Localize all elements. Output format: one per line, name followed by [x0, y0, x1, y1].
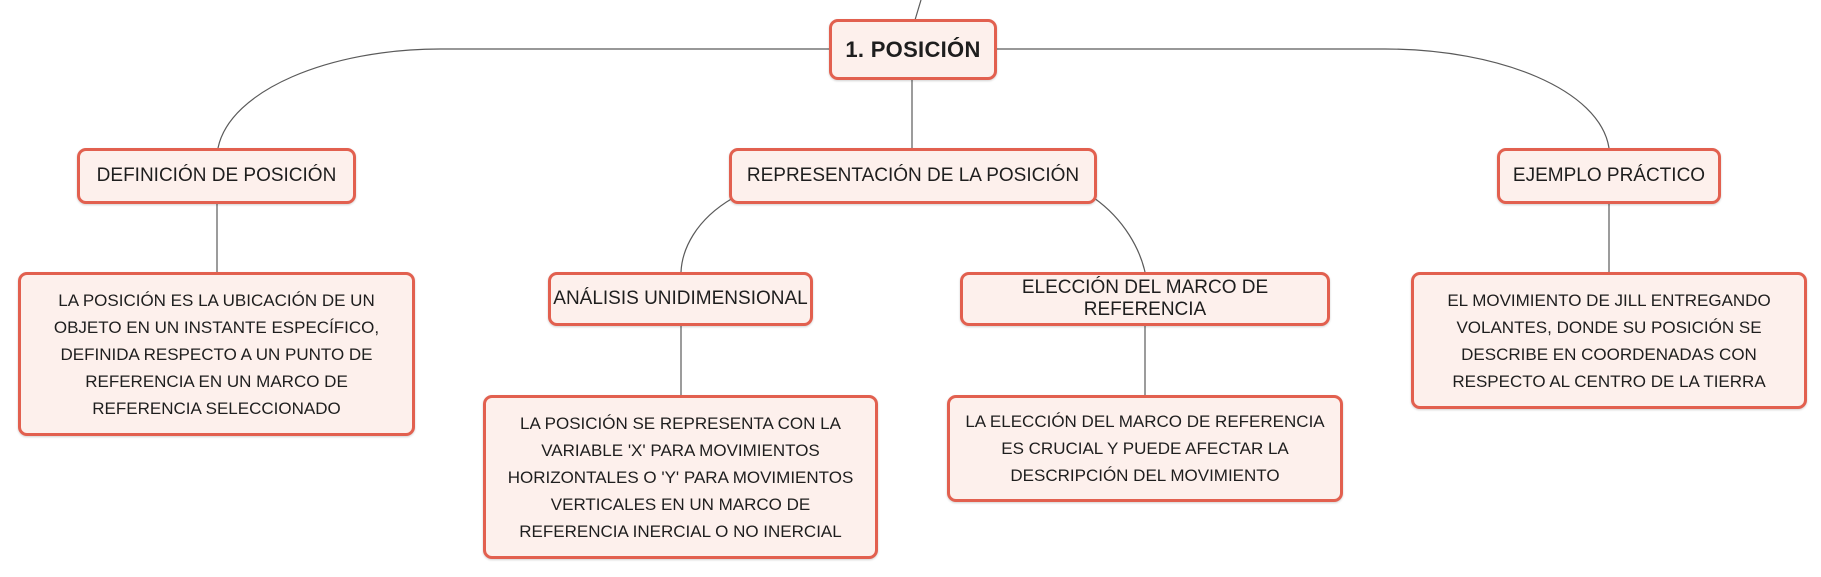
connector-root-definicion [217, 48, 829, 149]
connector-representacion-eleccion [1093, 197, 1146, 273]
detail-analisis-unidimensional[interactable]: LA POSICIÓN SE REPRESENTA CON LA VARIABL… [483, 395, 878, 559]
detail-ejemplo-text: EL MOVIMIENTO DE JILL ENTREGANDO VOLANTE… [1447, 290, 1771, 391]
root-label: 1. POSICIÓN [845, 36, 981, 62]
node-eleccion-del-marco[interactable]: ELECCIÓN DEL MARCO DE REFERENCIA [960, 272, 1330, 326]
detail-eleccion-del-marco[interactable]: LA ELECCIÓN DEL MARCO DE REFERENCIA ES C… [947, 395, 1343, 502]
detail-definicion-de-posicion[interactable]: LA POSICIÓN ES LA UBICACIÓN DE UN OBJETO… [18, 272, 415, 436]
connector-representacion-analisis [680, 197, 734, 273]
connector-parent-root [914, 0, 922, 21]
detail-eleccion-text: LA ELECCIÓN DEL MARCO DE REFERENCIA ES C… [965, 412, 1325, 485]
detail-definicion-text: LA POSICIÓN ES LA UBICACIÓN DE UN OBJETO… [53, 290, 380, 418]
root-node[interactable]: 1. POSICIÓN [829, 19, 997, 80]
detail-ejemplo-practico[interactable]: EL MOVIMIENTO DE JILL ENTREGANDO VOLANTE… [1411, 272, 1807, 409]
node-representacion-de-la-posicion[interactable]: REPRESENTACIÓN DE LA POSICIÓN [729, 148, 1097, 204]
node-definicion-de-posicion[interactable]: DEFINICIÓN DE POSICIÓN [77, 148, 356, 204]
node-ejemplo-practico[interactable]: EJEMPLO PRÁCTICO [1497, 148, 1721, 204]
connector-root-ejemplo [996, 48, 1610, 149]
node-eleccion-label: ELECCIÓN DEL MARCO DE REFERENCIA [1021, 277, 1269, 320]
node-ejemplo-label: EJEMPLO PRÁCTICO [1512, 165, 1706, 186]
detail-analisis-text: LA POSICIÓN SE REPRESENTA CON LA VARIABL… [507, 413, 854, 541]
node-representacion-label: REPRESENTACIÓN DE LA POSICIÓN [746, 165, 1080, 186]
node-analisis-label: ANÁLISIS UNIDIMENSIONAL [553, 288, 808, 309]
node-definicion-label: DEFINICIÓN DE POSICIÓN [96, 165, 337, 186]
node-analisis-unidimensional[interactable]: ANÁLISIS UNIDIMENSIONAL [548, 272, 813, 326]
